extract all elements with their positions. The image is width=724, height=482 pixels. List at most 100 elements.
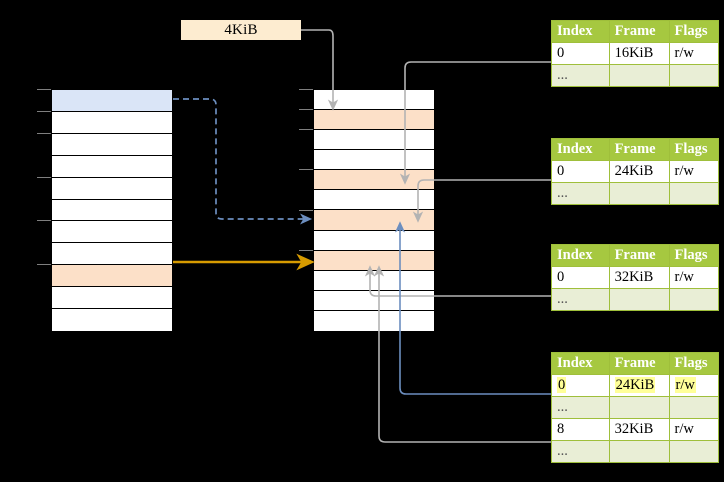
left-column-tick-1 [37,110,51,112]
page-table-level-4-header-frame: Frame [608,352,670,375]
left-column-tick-8 [37,264,51,266]
physical-memory-middle-row-8 [314,250,434,271]
page-table-level-3-row: ... [551,288,720,311]
virtual-address-space-left-row-6 [52,221,172,244]
page-table-level-1-header-frame: Frame [608,20,670,43]
middle-column-tick-4 [299,169,313,171]
page-table-level-3-cell-2: r/w [668,266,720,289]
left-column-tick-6 [37,220,51,222]
physical-memory-middle-row-1 [314,110,434,131]
page-table-level-1-cell-2: r/w [668,42,720,65]
page-table-level-1-cell-2 [668,64,720,87]
page-table-level-4-cell-1 [608,440,670,463]
physical-memory-middle-row-9 [314,270,434,291]
page-table-level-4-header-flags: Flags [668,352,720,375]
virtual-address-space-left-column [51,89,173,331]
page-table-level-2-cell-0: 0 [551,160,610,183]
page-table-level-4-cell-0: 8 [551,418,610,441]
middle-column-tick-0 [299,89,313,90]
page-table-level-4-highlight: 24KiB [614,377,656,393]
virtual-address-space-left-row-7 [52,243,172,266]
physical-memory-middle-row-10 [314,290,434,311]
page-table-level-4-highlight: r/w [674,377,696,393]
page-table-level-3-cell-0: ... [551,288,610,311]
page-table-level-4-row: ... [551,440,720,463]
size-label-4kib: 4KiB [181,20,301,40]
page-table-level-4-cell-2: r/w [668,374,720,397]
page-table-level-4-header-index: Index [551,352,610,375]
left-column-tick-2 [37,132,51,134]
page-table-level-2-cell-1 [608,182,670,205]
page-table-level-4-cell-2: r/w [668,418,720,441]
page-table-level-3-cell-0: 0 [551,266,610,289]
virtual-address-space-left-row-1 [52,111,172,134]
physical-memory-middle-row-7 [314,230,434,251]
middle-column-tick-8 [299,249,313,251]
middle-column-tick-6 [299,209,313,211]
page-table-level-1-row: ... [551,64,720,87]
page-table-level-2-header-index: Index [551,138,610,161]
page-table-level-3-cell-1: 32KiB [608,266,670,289]
virtual-address-space-left-row-3 [52,155,172,178]
virtual-address-space-left-row-5 [52,199,172,222]
virtual-address-space-left-row-8 [52,265,172,288]
virtual-address-space-left-row-4 [52,177,172,200]
physical-memory-middle-row-11 [314,310,434,331]
middle-column-tick-2 [299,129,313,131]
page-table-level-4-cell-1: 24KiB [608,374,670,397]
virtual-address-space-left-row-0 [52,90,172,112]
physical-memory-middle-column [313,89,435,331]
page-table-level-2-cell-2: r/w [668,160,720,183]
page-table-level-4-cell-0: ... [551,440,610,463]
page-table-level-4-row: 0 24KiB r/w [551,374,720,397]
virtual-address-space-left-row-10 [52,309,172,331]
page-table-level-4-row: ... [551,396,720,419]
page-table-level-4-cell-0: 0 [551,374,610,397]
page-table-level-2-cell-0: ... [551,182,610,205]
page-table-level-4-highlight: 0 [557,377,567,393]
page-table-level-3-header-flags: Flags [668,244,720,267]
page-table-level-2-cell-2 [668,182,720,205]
page-table-level-3-header-index: Index [551,244,610,267]
page-table-level-4-cell-1 [608,396,670,419]
page-table-level-2-header-frame: Frame [608,138,670,161]
virtual-address-space-left-row-2 [52,133,172,156]
page-table-level-4-cell-2 [668,440,720,463]
physical-memory-middle-row-4 [314,170,434,191]
page-table-level-1-header-index: Index [551,20,610,43]
page-table-level-2-cell-1: 24KiB [608,160,670,183]
left-column-tick-0 [37,89,51,90]
page-table-level-1-cell-1: 16KiB [608,42,670,65]
page-table-level-4-cell-1: 32KiB [608,418,670,441]
physical-memory-middle-row-2 [314,130,434,151]
page-table-level-4-cell-2 [668,396,720,419]
page-table-level-3-cell-1 [608,288,670,311]
virtual-address-space-left-row-9 [52,287,172,310]
page-table-level-4-cell-0: ... [551,396,610,419]
page-table-level-1-cell-0: ... [551,64,610,87]
physical-memory-middle-row-6 [314,210,434,231]
page-table-level-1-cell-0: 0 [551,42,610,65]
page-table-level-3-cell-2 [668,288,720,311]
middle-column-tick-1 [299,109,313,111]
page-table-level-2-row: ... [551,182,720,205]
page-table-level-1-cell-1 [608,64,670,87]
physical-memory-middle-row-3 [314,150,434,171]
page-table-level-1-header-flags: Flags [668,20,720,43]
page-table-level-2-header-flags: Flags [668,138,720,161]
physical-memory-middle-row-0 [314,90,434,111]
left-column-tick-4 [37,176,51,178]
